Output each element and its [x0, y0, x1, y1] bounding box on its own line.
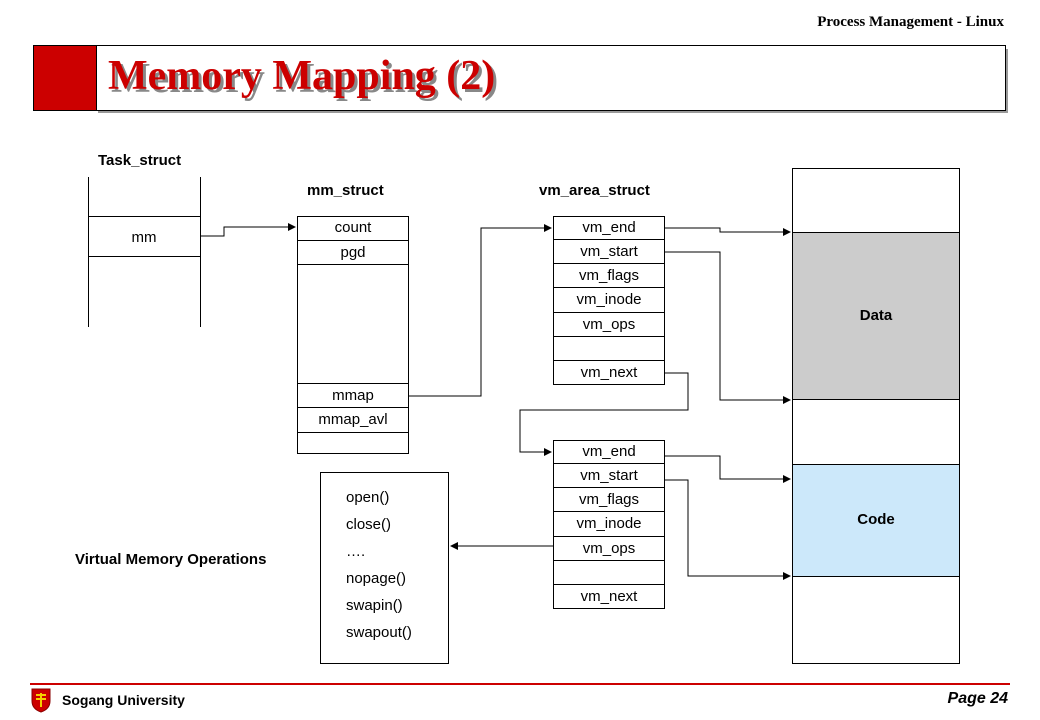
- op-open: open(): [346, 489, 390, 506]
- mm-struct-label: mm_struct: [307, 182, 384, 199]
- task-struct-mm-field: mm: [131, 229, 157, 246]
- task-struct-divider: [88, 256, 200, 257]
- vm1-vm-inode: vm_inode: [553, 288, 665, 313]
- vm1-start-to-data-arrow: [665, 251, 791, 404]
- vm1-vm-next: vm_next: [580, 364, 638, 381]
- vm2-end-to-code-arrow: [665, 455, 791, 483]
- op-close: close(): [346, 516, 392, 533]
- vm2-vm-next: vm_next: [580, 588, 638, 605]
- vm1-end-to-data-arrow: [665, 227, 791, 236]
- vm2-vm-flags: vm_flags: [553, 488, 665, 512]
- task-struct-label: Task_struct: [98, 152, 182, 169]
- op-swapout: swapout(): [346, 624, 412, 641]
- vm2-vm-ops: vm_ops: [553, 537, 665, 561]
- vm-operations-label: Virtual Memory Operations: [75, 551, 267, 568]
- vm2-vm-start: vm_start: [553, 464, 665, 488]
- vm1-vm-ops: vm_ops: [553, 313, 665, 337]
- page-number: Page 24: [947, 690, 1008, 707]
- code-region-label: Code: [857, 511, 895, 528]
- data-region-label: Data: [859, 307, 893, 324]
- vm-area-struct-1-box: [553, 216, 665, 385]
- code-region: [792, 464, 960, 577]
- vm2-start-to-code-arrow: [665, 479, 791, 580]
- vm1-empty: [553, 337, 665, 361]
- footer-divider: [30, 683, 1010, 685]
- university-logo-icon: [31, 688, 51, 713]
- vm1-vm-end: vm_end: [553, 216, 665, 240]
- title-accent-block: [33, 45, 97, 111]
- mm-struct-mmap-avl: mmap_avl: [297, 408, 409, 433]
- vm1-vm-flags: vm_flags: [553, 264, 665, 288]
- vm-operations-box: [320, 472, 449, 664]
- vm2-vm-end: vm_end: [553, 440, 665, 464]
- task-struct-left-edge: [88, 177, 89, 327]
- vm1-vm-start: vm_start: [553, 240, 665, 264]
- title-box: [94, 45, 1006, 111]
- mm-to-mm-struct-arrow: [200, 223, 296, 237]
- mm-struct-mmap: mmap: [297, 383, 409, 408]
- mm-struct-count: count: [297, 216, 409, 241]
- op-ellipsis: ….: [346, 543, 366, 560]
- op-swapin: swapin(): [346, 597, 403, 614]
- mm-struct-box: [297, 216, 409, 454]
- vm2-vm-inode: vm_inode: [553, 512, 665, 537]
- vm-area-struct-label: vm_area_struct: [539, 182, 650, 199]
- footer-university: Sogang University: [62, 692, 185, 708]
- vm1-next-to-vm2-arrow: [519, 372, 689, 456]
- vm2-empty: [553, 561, 665, 585]
- mmap-to-vm1-arrow: [409, 224, 552, 397]
- section-header: Process Management - Linux: [817, 14, 1004, 30]
- page-title: Memory Mapping (2): [108, 53, 496, 99]
- task-struct-right-edge: [200, 177, 201, 327]
- data-region: [792, 232, 960, 400]
- vm-area-struct-2-box: [553, 440, 665, 609]
- op-nopage: nopage(): [346, 570, 407, 587]
- mm-struct-pgd: pgd: [297, 241, 409, 265]
- task-struct-divider: [88, 216, 200, 217]
